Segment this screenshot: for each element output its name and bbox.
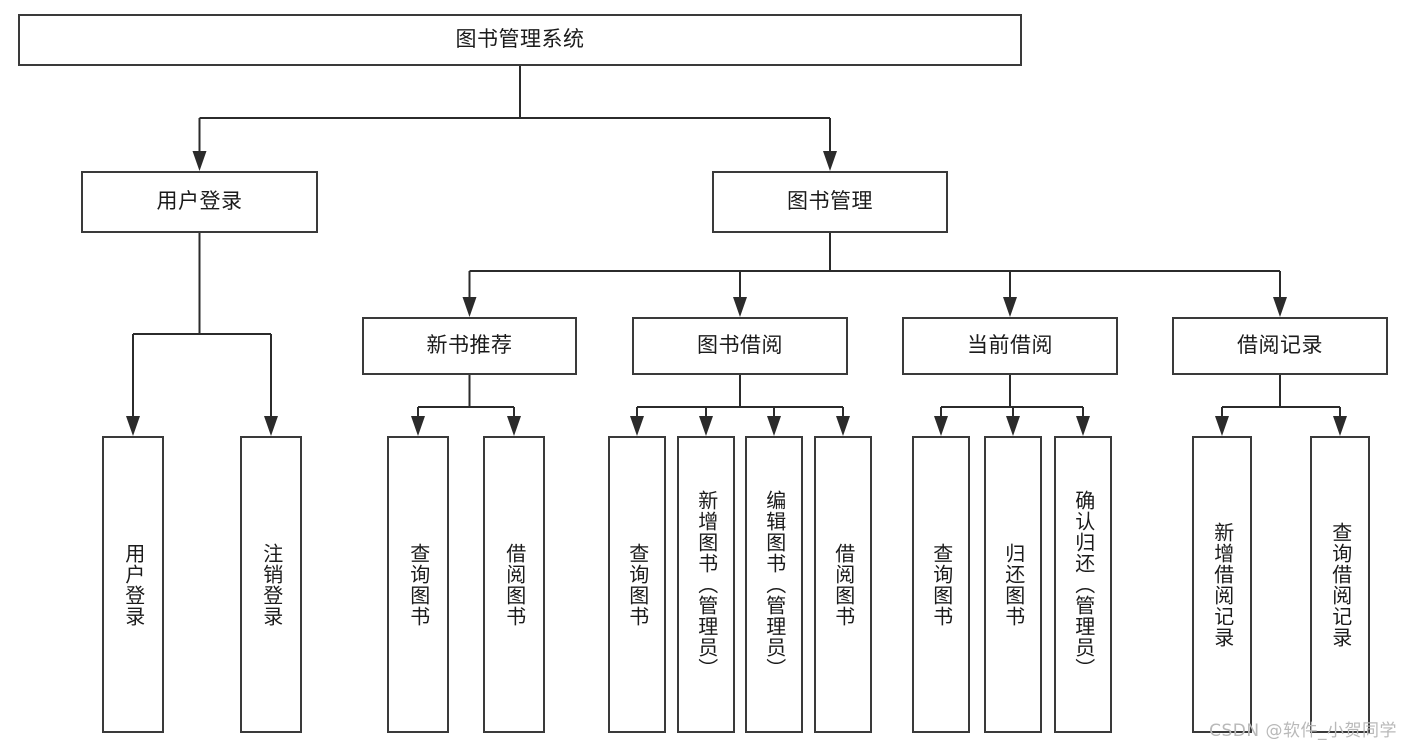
arrow-head-icon: [462, 297, 477, 317]
node-leaf-logout-login[interactable]: 注销登录: [240, 436, 302, 733]
arrow-head-icon: [823, 151, 837, 171]
arrow-head-icon: [1003, 297, 1017, 317]
node-user-login[interactable]: 用户登录: [81, 171, 318, 233]
node-label-leaf-confirm-return-admin: 确认归还（管理员）: [1071, 490, 1096, 679]
node-label-leaf-logout-login: 注销登录: [259, 542, 284, 627]
node-label-leaf-add-borrow-record: 新增借阅记录: [1210, 521, 1235, 648]
arrow-head-icon: [630, 416, 644, 436]
arrow-head-icon: [836, 416, 850, 436]
node-book-borrow[interactable]: 图书借阅: [632, 317, 848, 375]
arrow-head-icon: [1076, 416, 1090, 436]
node-leaf-query-book-borrow[interactable]: 查询图书: [608, 436, 666, 733]
arrow-head-icon: [699, 416, 713, 436]
node-label-book-manage: 图书管理: [787, 189, 873, 214]
arrow-head-icon: [1273, 297, 1287, 317]
arrow-head-icon: [192, 151, 207, 171]
arrow-head-icon: [411, 416, 425, 436]
node-label-leaf-query-borrow-record: 查询借阅记录: [1328, 521, 1353, 648]
arrow-head-icon: [507, 416, 521, 436]
arrow-head-icon: [1215, 416, 1229, 436]
arrow-head-icon: [126, 416, 140, 436]
node-label-leaf-borrow-book-rec: 借阅图书: [502, 542, 527, 627]
node-leaf-add-book-admin[interactable]: 新增图书（管理员）: [677, 436, 735, 733]
node-leaf-return-book[interactable]: 归还图书: [984, 436, 1042, 733]
node-leaf-borrow-book-rec[interactable]: 借阅图书: [483, 436, 545, 733]
arrow-head-icon: [767, 416, 781, 436]
node-current-borrow[interactable]: 当前借阅: [902, 317, 1118, 375]
node-root[interactable]: 图书管理系统: [18, 14, 1022, 66]
node-leaf-query-borrow-record[interactable]: 查询借阅记录: [1310, 436, 1370, 733]
node-label-leaf-borrow-book-borrow: 借阅图书: [831, 542, 856, 627]
node-label-new-book-recommend: 新书推荐: [426, 333, 513, 358]
node-label-book-borrow: 图书借阅: [697, 333, 783, 358]
node-book-manage[interactable]: 图书管理: [712, 171, 948, 233]
node-label-leaf-return-book: 归还图书: [1001, 542, 1026, 627]
node-new-book-recommend[interactable]: 新书推荐: [362, 317, 577, 375]
node-borrow-record[interactable]: 借阅记录: [1172, 317, 1388, 375]
arrow-head-icon: [264, 416, 278, 436]
node-label-leaf-add-book-admin: 新增图书（管理员）: [694, 490, 719, 679]
node-leaf-borrow-book-borrow[interactable]: 借阅图书: [814, 436, 872, 733]
node-label-borrow-record: 借阅记录: [1237, 333, 1323, 358]
node-label-root: 图书管理系统: [455, 27, 585, 52]
node-label-leaf-query-book-borrow: 查询图书: [625, 542, 650, 627]
arrow-head-icon: [733, 297, 747, 317]
node-label-user-login: 用户登录: [156, 189, 243, 214]
node-label-leaf-query-book-current: 查询图书: [929, 542, 954, 627]
node-label-leaf-query-book-rec: 查询图书: [406, 542, 431, 627]
node-label-leaf-edit-book-admin: 编辑图书（管理员）: [762, 490, 787, 679]
node-leaf-query-book-current[interactable]: 查询图书: [912, 436, 970, 733]
arrow-head-icon: [1333, 416, 1347, 436]
node-leaf-edit-book-admin[interactable]: 编辑图书（管理员）: [745, 436, 803, 733]
arrow-head-icon: [1006, 416, 1020, 436]
node-label-current-borrow: 当前借阅: [967, 333, 1053, 358]
node-leaf-confirm-return-admin[interactable]: 确认归还（管理员）: [1054, 436, 1112, 733]
node-leaf-user-login[interactable]: 用户登录: [102, 436, 164, 733]
node-leaf-add-borrow-record[interactable]: 新增借阅记录: [1192, 436, 1252, 733]
node-label-leaf-user-login: 用户登录: [121, 542, 146, 627]
node-leaf-query-book-rec[interactable]: 查询图书: [387, 436, 449, 733]
arrow-head-icon: [934, 416, 948, 436]
